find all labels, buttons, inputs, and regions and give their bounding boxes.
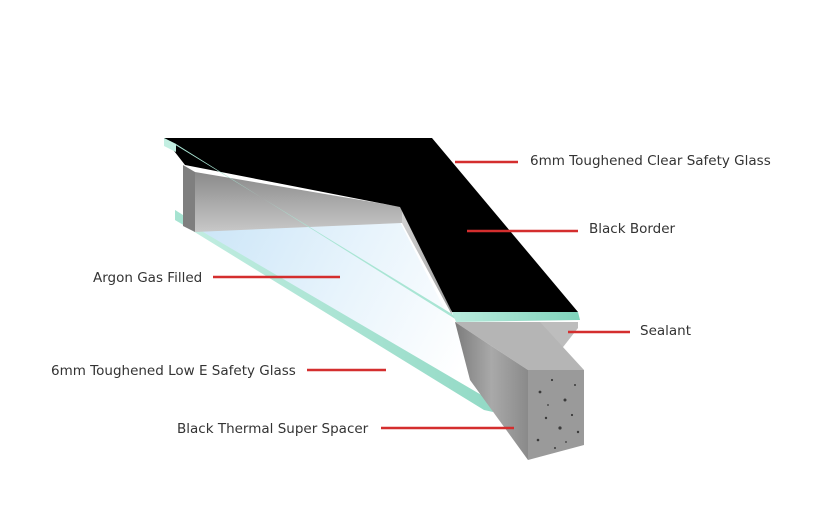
label-inner-glass: 6mm Toughened Low E Safety Glass xyxy=(51,363,296,379)
spacer-left-strip xyxy=(183,165,195,232)
label-spacer: Black Thermal Super Spacer xyxy=(177,421,369,437)
label-argon: Argon Gas Filled xyxy=(93,270,203,286)
outer-glass-pane xyxy=(164,138,580,322)
label-black-border: Black Border xyxy=(589,221,676,237)
spacer-top-bar xyxy=(195,172,402,232)
label-sealant: Sealant xyxy=(640,323,692,339)
argon-gas-cavity xyxy=(186,222,510,405)
black-border xyxy=(164,138,578,312)
spacer-front-block xyxy=(455,322,584,460)
label-outer-glass: 6mm Toughened Clear Safety Glass xyxy=(530,153,771,169)
spacer-speckle xyxy=(536,378,580,449)
